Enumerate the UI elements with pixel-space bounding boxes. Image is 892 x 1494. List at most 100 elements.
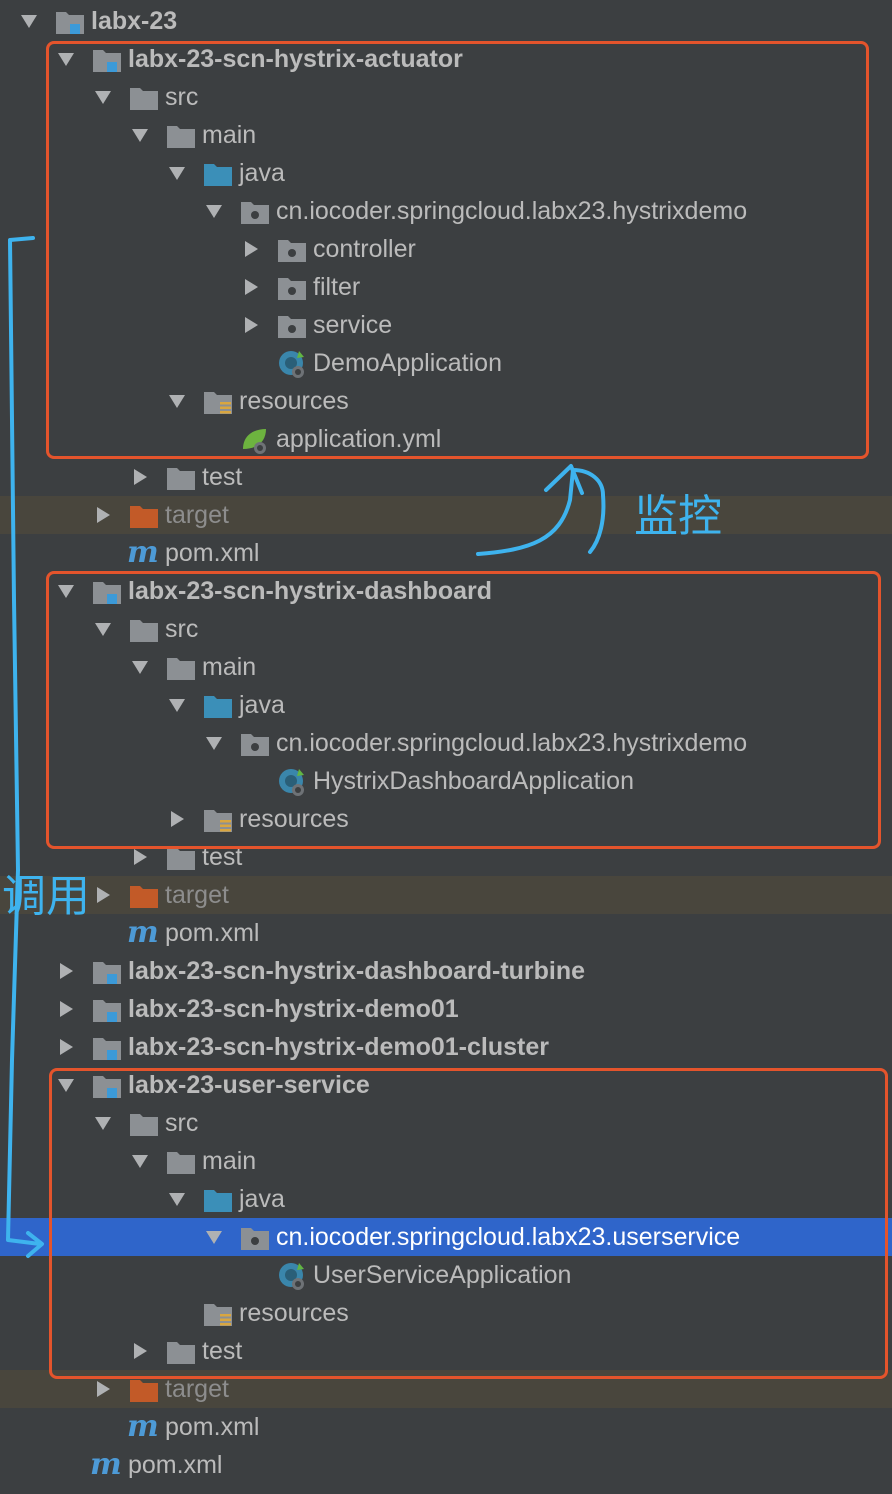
module-folder-icon (92, 1035, 122, 1061)
package-icon (240, 199, 270, 225)
tree-row[interactable]: cn.iocoder.springcloud.labx23.userservic… (0, 1218, 892, 1256)
tree-row-label: pom.xml (165, 919, 260, 947)
tree-row-label: test (202, 1337, 243, 1365)
source-folder-icon (203, 161, 233, 187)
tree-row-label: main (202, 121, 257, 149)
tree-row[interactable]: main (0, 648, 892, 686)
tree-row[interactable]: filter (0, 268, 892, 306)
tree-row-label: pom.xml (128, 1451, 223, 1479)
tree-row[interactable]: labx-23-scn-hystrix-actuator (0, 40, 892, 78)
maven-icon: m (127, 1409, 159, 1444)
excluded-folder-icon (129, 883, 159, 909)
tree-row[interactable]: resources (0, 800, 892, 838)
tree-row[interactable]: application.yml (0, 420, 892, 458)
tree-row-label: main (202, 653, 257, 681)
tree-row-label: resources (239, 1299, 349, 1327)
tree-row-label: labx-23-scn-hystrix-dashboard-turbine (128, 957, 586, 985)
tree-row-label: labx-23-scn-hystrix-dashboard (128, 577, 492, 605)
module-folder-icon (92, 1073, 122, 1099)
tree-row[interactable]: resources (0, 1294, 892, 1332)
spring-boot-class-icon (277, 767, 307, 796)
maven-icon: m (127, 915, 159, 950)
tree-row[interactable]: src (0, 78, 892, 116)
tree-row-label: labx-23 (91, 7, 178, 35)
call-arrowhead (26, 1231, 44, 1258)
tree-row[interactable]: HystrixDashboardApplication (0, 762, 892, 800)
folder-icon (166, 123, 196, 149)
tree-row-label: labx-23-user-service (128, 1071, 370, 1099)
tree-row[interactable]: controller (0, 230, 892, 268)
monitor-arrowhead (544, 464, 584, 495)
resources-folder-icon (203, 389, 233, 415)
highlight-box-dashboard (46, 571, 881, 849)
tree-row[interactable]: target (0, 876, 892, 914)
tree-row[interactable]: resources (0, 382, 892, 420)
tree-row[interactable]: labx-23 (0, 2, 892, 40)
tree-row[interactable]: cn.iocoder.springcloud.labx23.hystrixdem… (0, 192, 892, 230)
folder-icon (166, 1339, 196, 1365)
excluded-folder-icon (129, 503, 159, 529)
tree-row[interactable]: labx-23-scn-hystrix-demo01-cluster (0, 1028, 892, 1066)
monitor-annotation: 监控 (634, 491, 722, 542)
tree-row[interactable]: java (0, 686, 892, 724)
tree-row-label: resources (239, 805, 349, 833)
tree-row[interactable]: java (0, 1180, 892, 1218)
tree-row-label: target (165, 1375, 229, 1403)
module-folder-icon (92, 959, 122, 985)
source-folder-icon (203, 693, 233, 719)
tree-row[interactable]: test (0, 1332, 892, 1370)
tree-row-label: UserServiceApplication (313, 1261, 572, 1289)
tree-row[interactable]: labx-23-scn-hystrix-dashboard (0, 572, 892, 610)
folder-icon (166, 1149, 196, 1175)
maven-icon: m (127, 535, 159, 570)
spring-boot-class-icon (277, 1261, 307, 1290)
folder-icon (129, 85, 159, 111)
tree-row-label: java (239, 1185, 285, 1213)
tree-row[interactable]: src (0, 1104, 892, 1142)
tree-row-label: DemoApplication (313, 349, 502, 377)
folder-icon (166, 655, 196, 681)
package-icon (240, 1225, 270, 1251)
tree-row-label: cn.iocoder.springcloud.labx23.userservic… (276, 1223, 741, 1251)
tree-row[interactable]: src (0, 610, 892, 648)
highlight-box-user-service (49, 1068, 888, 1379)
tree-row-label: labx-23-scn-hystrix-demo01 (128, 995, 459, 1023)
tree-row-label: service (313, 311, 393, 339)
tree-row[interactable]: cn.iocoder.springcloud.labx23.hystrixdem… (0, 724, 892, 762)
tree-row-label: pom.xml (165, 539, 260, 567)
tree-row[interactable]: main (0, 116, 892, 154)
resources-folder-icon (203, 1301, 233, 1327)
monitor-arrow (476, 467, 606, 556)
package-icon (240, 731, 270, 757)
tree-row[interactable]: labx-23-user-service (0, 1066, 892, 1104)
tree-row-label: cn.iocoder.springcloud.labx23.hystrixdem… (276, 197, 748, 225)
spring-yml-icon (240, 425, 270, 454)
tree-row[interactable]: test (0, 458, 892, 496)
highlight-box-actuator (46, 41, 869, 459)
tree-row-label: resources (239, 387, 349, 415)
tree-row[interactable]: java (0, 154, 892, 192)
tree-row[interactable]: UserServiceApplication (0, 1256, 892, 1294)
module-folder-icon (92, 579, 122, 605)
tree-row[interactable]: target (0, 496, 892, 534)
tree-row-label: filter (313, 273, 361, 301)
folder-icon (166, 845, 196, 871)
tree-row[interactable]: labx-23-scn-hystrix-dashboard-turbine (0, 952, 892, 990)
tree-row-label: target (165, 501, 229, 529)
tree-row[interactable]: labx-23-scn-hystrix-demo01 (0, 990, 892, 1028)
tree-row[interactable]: main (0, 1142, 892, 1180)
tree-row[interactable]: service (0, 306, 892, 344)
tree-row[interactable]: DemoApplication (0, 344, 892, 382)
tree-row-label: java (239, 691, 285, 719)
tree-row-label: src (165, 615, 199, 643)
module-folder-icon (92, 997, 122, 1023)
excluded-folder-icon (129, 1377, 159, 1403)
tree-row-label: labx-23-scn-hystrix-demo01-cluster (128, 1033, 549, 1061)
maven-icon: m (90, 1447, 122, 1482)
tree-row-label: target (165, 881, 229, 909)
